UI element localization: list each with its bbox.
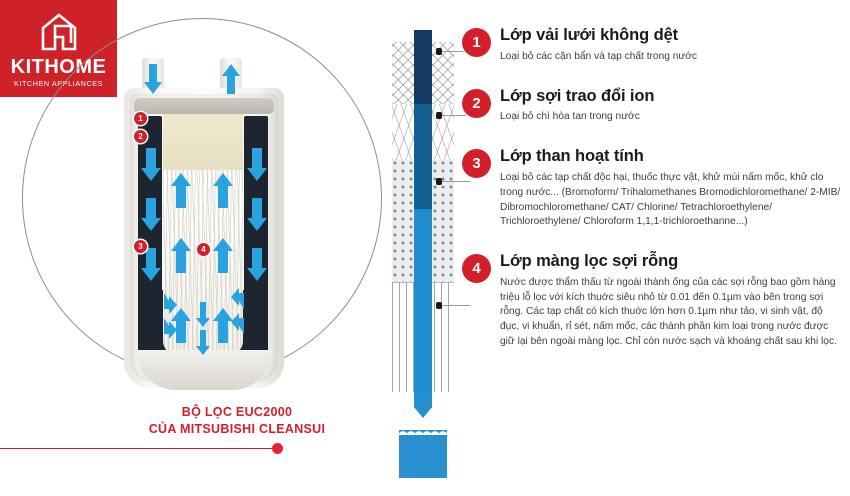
layer-desc-4: Nước được thẩm thấu từ ngoài thành ống c… xyxy=(500,276,837,347)
layer-title-2: Lớp sợi trao đổi ion xyxy=(500,86,655,105)
caption-line-2: CỦA MITSUBISHI CLEANSUI xyxy=(148,421,326,436)
caption-line-1: BỘ LỌC EUC2000 xyxy=(181,405,293,419)
caption-dot xyxy=(272,443,283,454)
water-flow-arrows xyxy=(141,64,267,355)
layer-item-3: 3 Lớp than hoạt tính Loại bỏ các tạp chấ… xyxy=(462,147,842,230)
layer-desc-1: Loại bỏ các cặn bẩn và tạp chất trong nư… xyxy=(500,50,697,62)
layer-title-4: Lớp màng lọc sợi rỗng xyxy=(500,252,679,271)
layer-number-badge-2: 2 xyxy=(462,88,491,118)
callout-dot-2 xyxy=(436,112,442,119)
cartridge-base xyxy=(136,350,272,390)
layer-item-2: 2 Lớp sợi trao đổi ion Loại bỏ chì hòa t… xyxy=(462,87,842,126)
column-core-bottom xyxy=(414,209,432,392)
layer-number-badge-4: 4 xyxy=(462,254,491,284)
brand-tagline: KITCHEN APPLIANCES xyxy=(13,78,104,88)
cartridge-marker-4: 4 xyxy=(197,243,210,256)
brand-logo: KITHOME KITCHEN APPLIANCES xyxy=(0,0,117,97)
filtered-water-basin xyxy=(399,430,447,478)
cartridge-marker-2: 2 xyxy=(134,130,147,143)
filter-layer-column xyxy=(392,30,470,478)
layer-number-badge-1: 1 xyxy=(462,28,491,57)
water-surface-wave xyxy=(399,428,447,435)
caption-rule xyxy=(0,448,278,449)
column-core-mid xyxy=(414,104,432,209)
cartridge-marker-3: 3 xyxy=(134,240,147,253)
layer-item-1: 1 Lớp vải lưới không dệt Loại bỏ các cặn… xyxy=(462,26,842,65)
callout-line-2 xyxy=(442,115,470,116)
callout-line-1 xyxy=(442,51,470,52)
layer-number-badge-3: 3 xyxy=(462,149,491,179)
callout-line-3 xyxy=(442,181,470,182)
layer-desc-2: Loại bỏ chì hòa tan trong nước xyxy=(500,111,640,123)
layer-item-4: 4 Lớp màng lọc sợi rỗng Nước được thẩm t… xyxy=(462,252,842,350)
house-logo-icon xyxy=(37,10,81,54)
ion-exchange-core xyxy=(163,114,243,176)
diagram-caption: BỘ LỌC EUC2000 CỦA MITSUBISHI CLEANSUI xyxy=(112,404,362,438)
column-outflow-tip xyxy=(414,392,432,418)
callout-dot-4 xyxy=(436,302,442,309)
layer-title-3: Lớp than hoạt tính xyxy=(500,147,644,166)
callout-dot-1 xyxy=(436,48,442,55)
column-core-top xyxy=(414,30,432,104)
layer-desc-3: Loại bỏ các tạp chất độc hại, thuốc thực… xyxy=(500,171,841,228)
filter-cartridge-illustration: 1 2 3 4 xyxy=(108,58,300,403)
cartridge-marker-1: 1 xyxy=(134,112,147,125)
filter-layer-list: 1 Lớp vải lưới không dệt Loại bỏ các cặn… xyxy=(462,26,842,362)
layer-title-1: Lớp vải lưới không dệt xyxy=(500,26,679,44)
cartridge-collar xyxy=(134,98,274,114)
callout-line-4 xyxy=(442,305,470,306)
callout-dot-3 xyxy=(436,178,442,185)
